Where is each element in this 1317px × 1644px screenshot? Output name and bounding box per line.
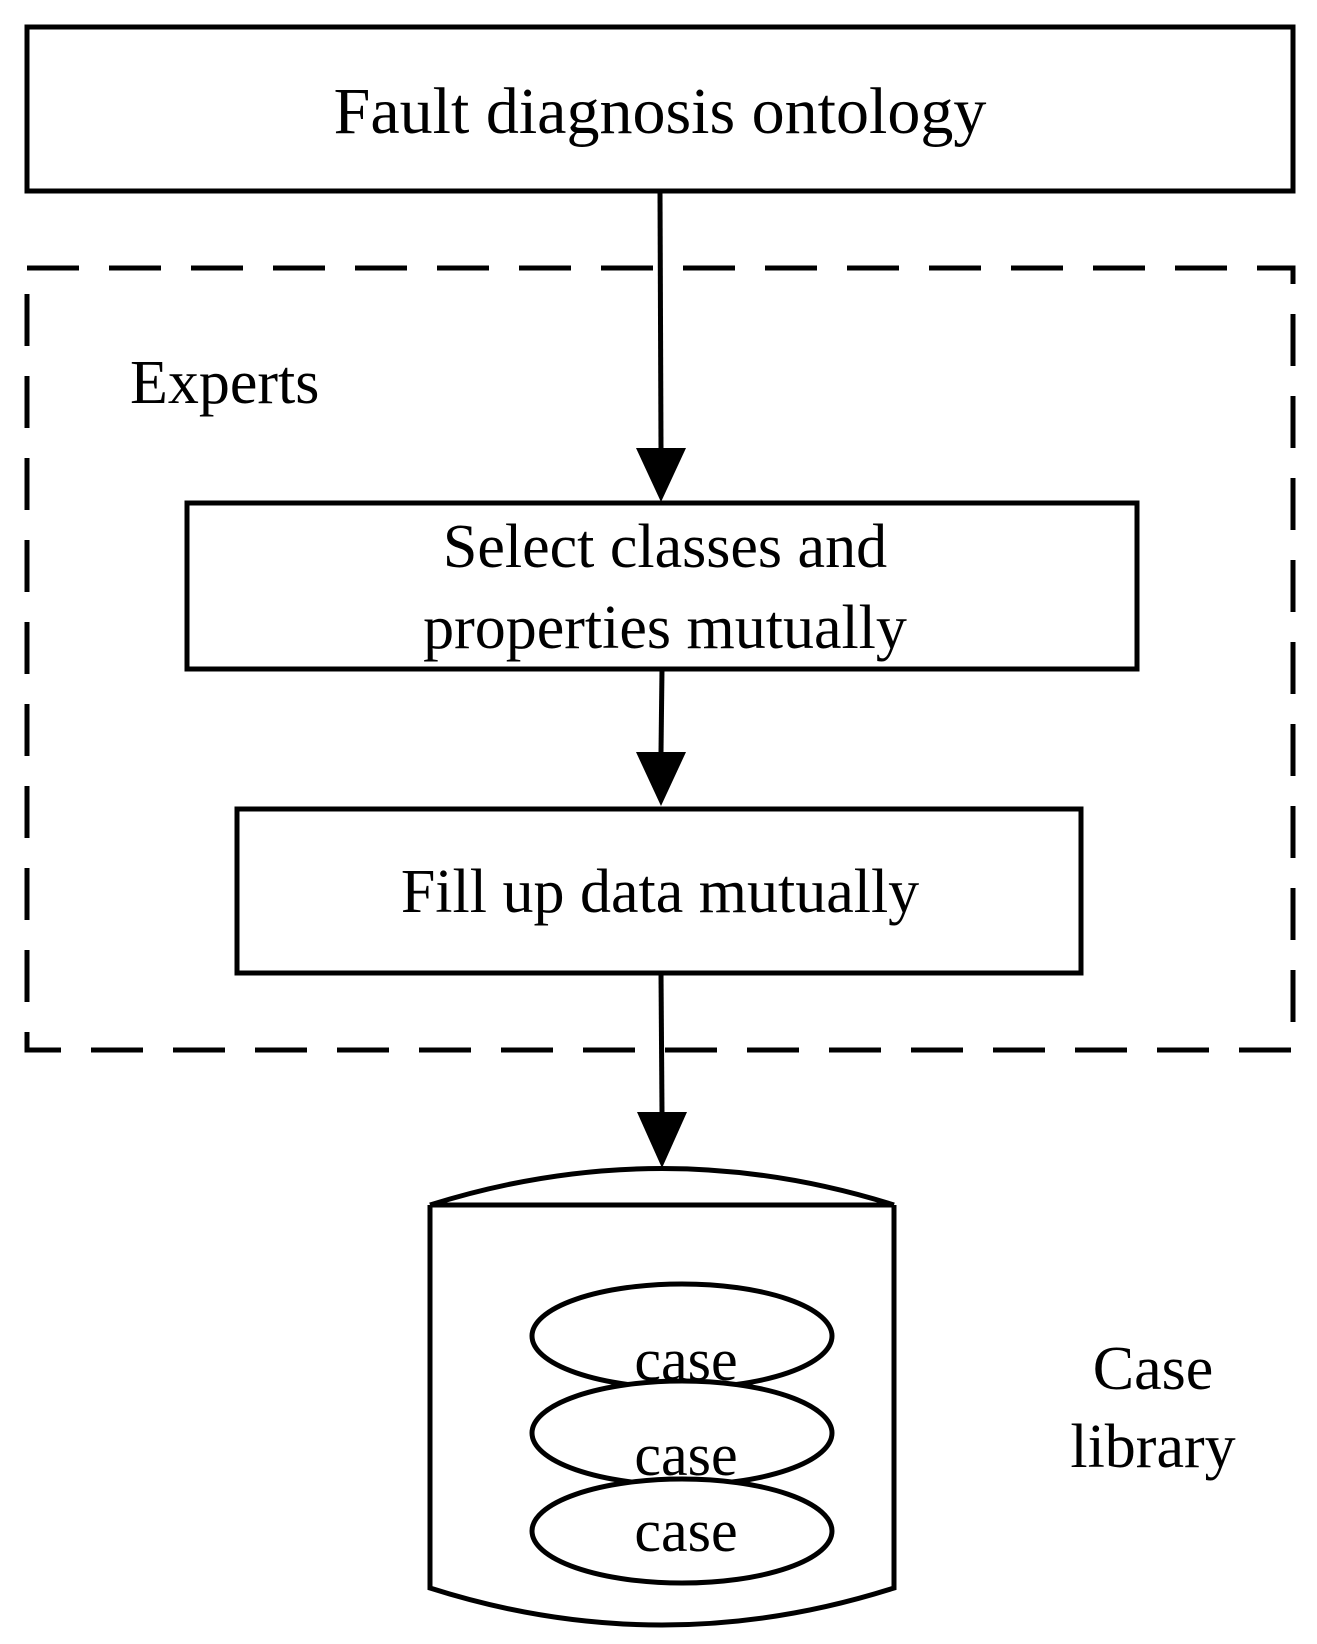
- edge-ontology-to-select: [636, 190, 686, 502]
- experts-label: Experts: [130, 349, 319, 417]
- case-library-label-line2: library: [1070, 1413, 1235, 1481]
- edge-select-to-fill: [636, 668, 686, 806]
- ontology-node: Fault diagnosis ontology: [24, 24, 1296, 194]
- select-label-line2: properties mutually: [423, 594, 907, 662]
- case-item: [529, 1476, 835, 1586]
- case-label: case: [634, 1498, 737, 1564]
- case-library-label-line1: Case: [1093, 1335, 1214, 1403]
- case-library-cylinder: case case case: [427, 1166, 897, 1628]
- case-label: case: [634, 1327, 737, 1393]
- select-label-line1: Select classes and: [443, 513, 887, 581]
- arrowhead-icon: [637, 1112, 687, 1168]
- arrowhead-icon: [636, 448, 686, 502]
- fill-node: Fill up data mutually: [234, 806, 1084, 976]
- select-node: Select classes and properties mutually: [184, 500, 1140, 672]
- case-library-label: Case library: [1070, 1335, 1235, 1481]
- case-label: case: [634, 1422, 737, 1488]
- ontology-label: Fault diagnosis ontology: [334, 75, 987, 148]
- experts-group: Experts: [24, 265, 1296, 1053]
- arrowhead-icon: [636, 752, 686, 806]
- edge-fill-to-library: [637, 972, 687, 1168]
- fill-label: Fill up data mutually: [401, 858, 919, 926]
